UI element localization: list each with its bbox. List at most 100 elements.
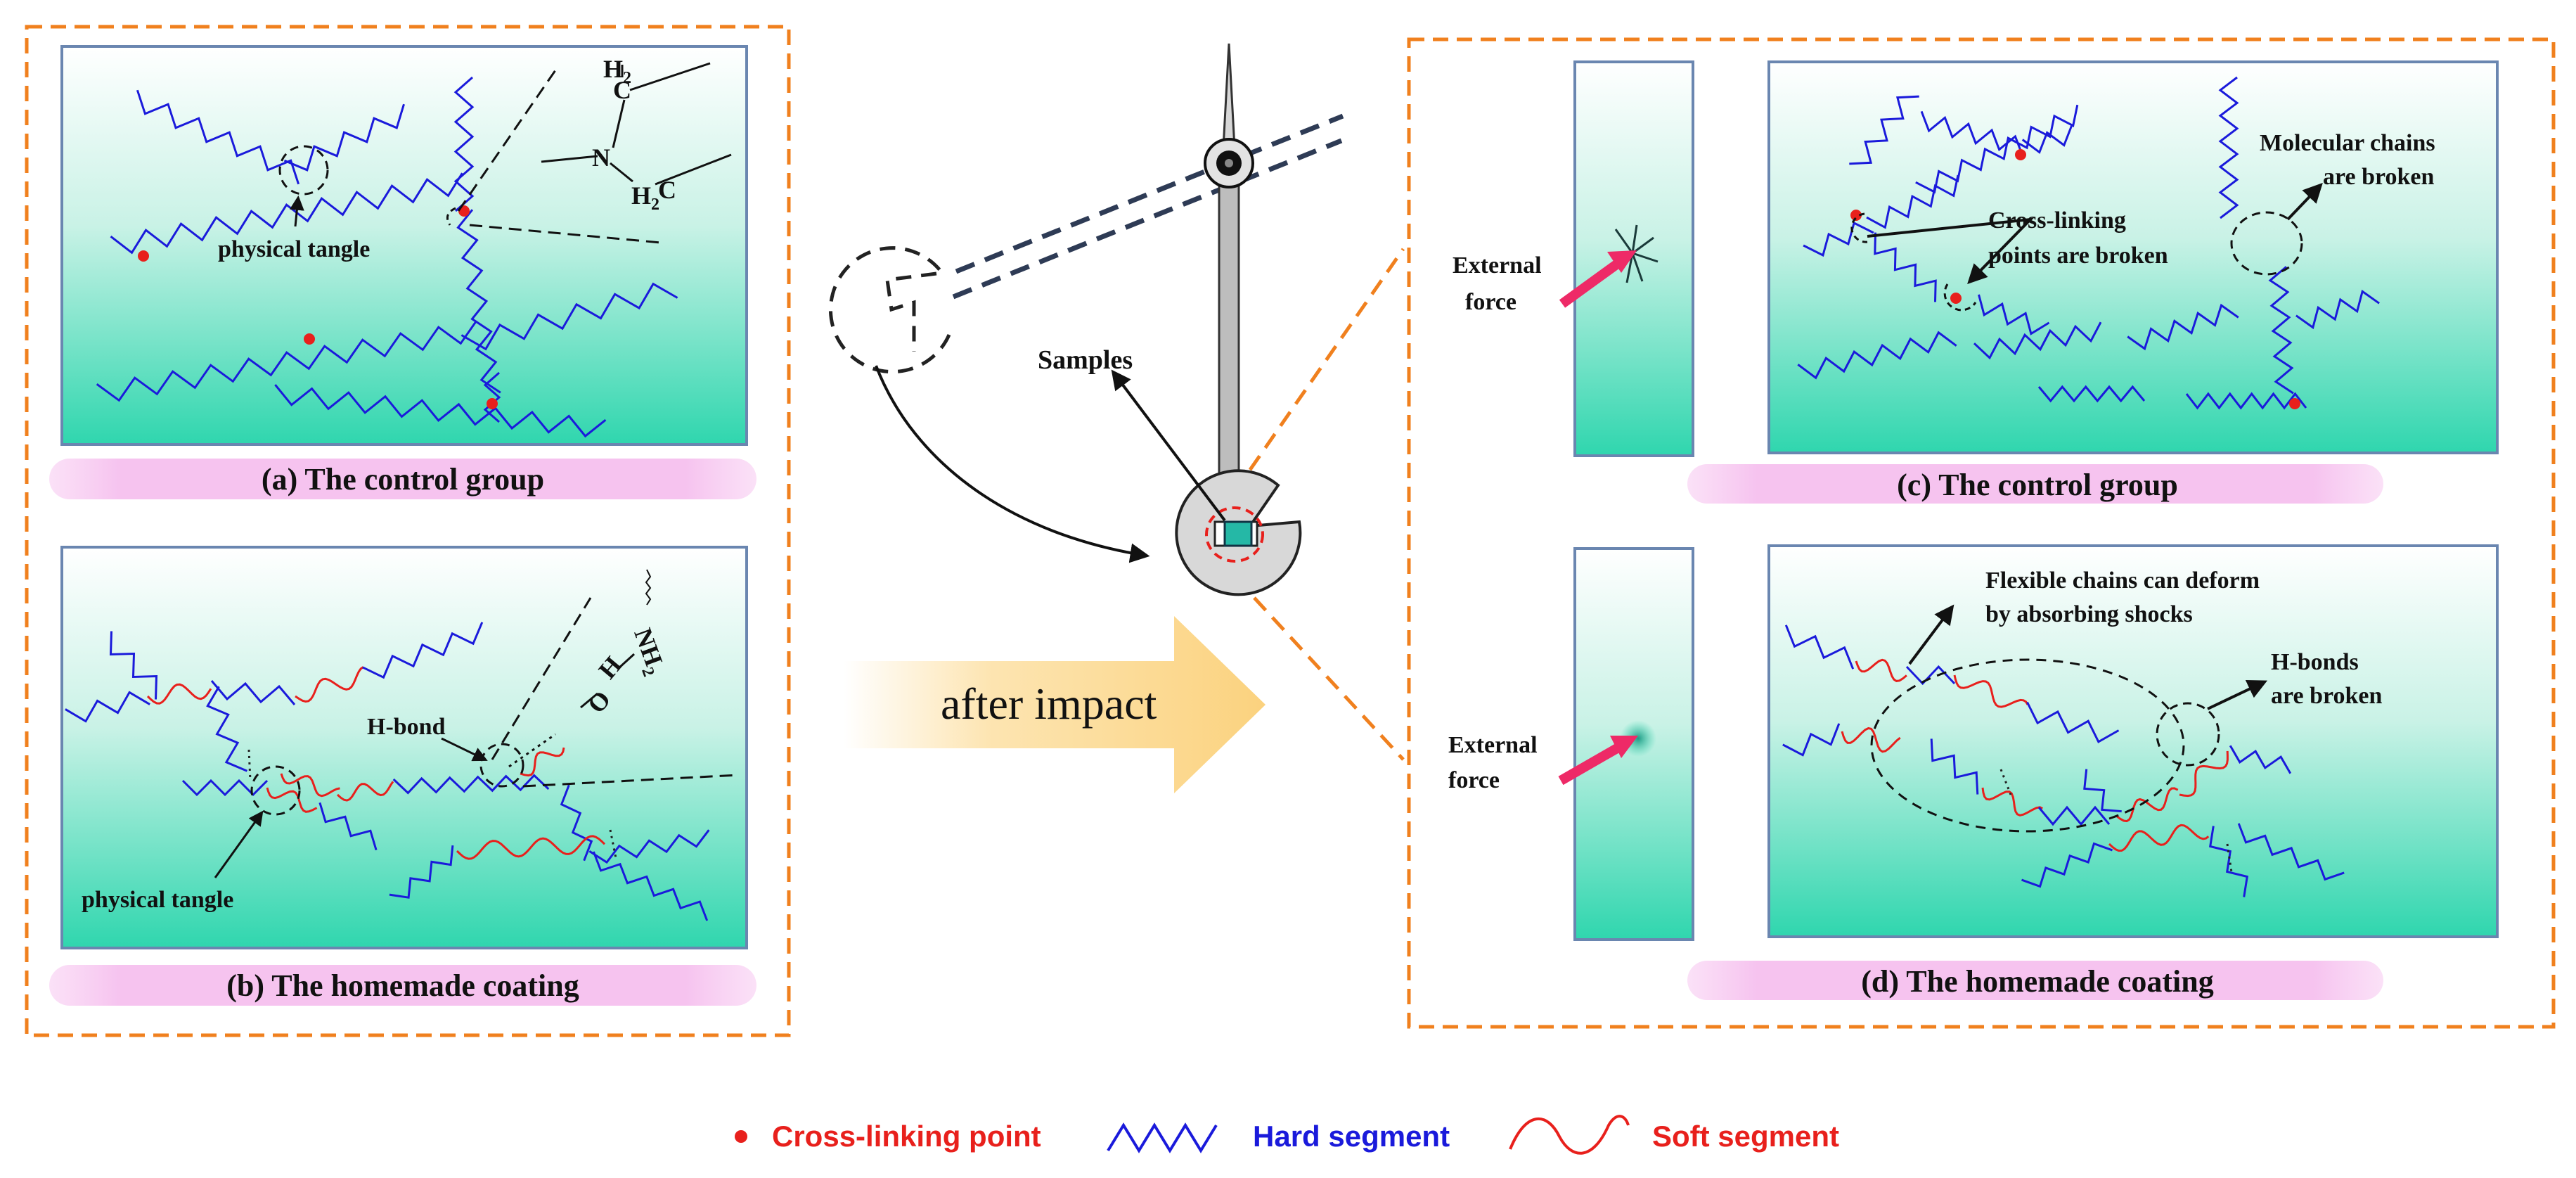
soft-segment — [1841, 726, 1901, 753]
soft-segment — [1953, 674, 2029, 708]
zoom-line-bottom — [1253, 596, 1405, 761]
carbon-bottom: C — [658, 176, 676, 204]
legend: Cross-linking point Hard segment Soft se… — [735, 1115, 1839, 1155]
tangle-arrow-b — [214, 810, 264, 878]
hard-segment — [2021, 842, 2113, 888]
soft-segment — [1855, 658, 1907, 682]
panel-d-chains — [1782, 625, 2345, 897]
force-arrow-c — [1559, 259, 1622, 308]
crosslink-point — [1950, 293, 1962, 304]
dashed-line-b2 — [522, 774, 739, 788]
caption-a: (a) The control group — [262, 462, 544, 497]
external-force-d: External — [1448, 732, 1538, 758]
hard-segment — [560, 784, 593, 862]
legend-soft-wave — [1509, 1115, 1630, 1155]
crosslink-point — [487, 398, 498, 409]
tangle-arrow — [289, 195, 304, 227]
panel-a-chains — [96, 76, 678, 438]
hard-segment — [1905, 665, 1956, 686]
hard-segment — [1920, 110, 2024, 157]
left-frame — [25, 25, 791, 1037]
hard-segment — [1782, 723, 1841, 757]
hard-segment — [483, 371, 501, 423]
hard-segment — [2218, 76, 2239, 219]
dashed-arm-1 — [955, 113, 1344, 274]
soft-segment — [520, 747, 565, 777]
soft-segment — [2108, 824, 2210, 852]
caption-c: (c) The control group — [1897, 468, 2178, 502]
legend-hard-zigzag — [1107, 1122, 1218, 1153]
pivot-dot — [1225, 159, 1233, 167]
hydrogen-bond-dots — [247, 749, 252, 781]
pendulum-apparatus: Samples — [828, 43, 1405, 761]
caption-d-bg — [1687, 961, 2383, 1000]
hydrogen-bond-dots — [609, 829, 617, 859]
caption-b-bg — [49, 965, 756, 1006]
crosslink-break-bracket — [446, 207, 456, 226]
hard-segment — [461, 282, 678, 351]
caption-d: (d) The homemade coating — [1861, 964, 2214, 999]
panel-b: physical tangle H-bond O H NH2 (b) The h… — [49, 546, 756, 1006]
hard-segment — [2037, 805, 2111, 826]
legend-crosslink-dot — [735, 1130, 747, 1143]
hbond-dots — [508, 733, 556, 768]
hard-segment — [1978, 294, 2050, 335]
external-force-d-2: force — [1448, 767, 1500, 793]
molecular-broken-1: Molecular chains — [2260, 130, 2435, 156]
hard-segment — [2037, 385, 2146, 403]
hard-segment — [1930, 738, 1979, 795]
hard-segment — [1797, 331, 1957, 380]
soft-segment — [295, 666, 364, 703]
hydrogen-bond-dots — [1999, 769, 2012, 795]
hard-segment — [1915, 104, 2079, 194]
hard-segment — [110, 172, 463, 255]
hard-segment — [274, 384, 607, 438]
hard-segment — [2237, 823, 2345, 881]
flexible-label-2: by absorbing shocks — [1985, 601, 2193, 627]
hard-segment — [109, 631, 158, 700]
hbond-break-circle — [2156, 702, 2220, 767]
panel-b-chains — [65, 622, 710, 921]
hard-segment — [1849, 95, 1919, 165]
hard-segment — [2026, 701, 2120, 743]
right-frame — [1407, 37, 2556, 1029]
force-arrowhead-c — [1607, 250, 1637, 273]
h2-top: H2 — [603, 55, 631, 87]
hard-segment — [2295, 289, 2380, 330]
hydrogen-bond-dots — [2226, 843, 2233, 873]
amine-structure: H2 C N H2 C — [541, 55, 732, 214]
crosslink-point — [2015, 149, 2026, 160]
hard-segment — [392, 774, 550, 795]
zoom-line-top — [1248, 248, 1405, 471]
caption-a-bg — [49, 459, 756, 499]
hbond-label: H-bond — [367, 714, 446, 740]
tangle-circle — [278, 145, 329, 196]
legend-hard-label: Hard segment — [1253, 1120, 1450, 1153]
hard-segment — [362, 622, 484, 679]
physical-tangle-label-b: physical tangle — [82, 887, 233, 913]
crosslink-point — [304, 333, 315, 345]
molecular-break-circle — [2230, 211, 2303, 276]
hard-segment — [318, 802, 378, 851]
nitrogen: N — [592, 143, 610, 172]
hard-segment — [2127, 303, 2239, 351]
hard-segment — [283, 103, 405, 172]
nitrogen-b: NH2 — [625, 625, 671, 679]
hard-segment — [2229, 745, 2292, 774]
soft-segment — [280, 773, 340, 798]
soft-segment — [266, 787, 318, 813]
flexible-ellipse — [1870, 658, 2185, 833]
hard-segment — [2268, 266, 2294, 395]
hbonds-broken-2: are broken — [2271, 683, 2382, 709]
molecular-arrow — [2286, 182, 2323, 221]
pendulum-needle — [1222, 43, 1236, 149]
hard-segment — [2021, 124, 2073, 154]
hard-segment — [210, 680, 296, 705]
hbonds-broken-1: H-bonds — [2271, 649, 2359, 675]
carbon-top: C — [613, 76, 631, 104]
after-impact-arrow: after impact — [844, 616, 1266, 793]
hard-segment — [389, 845, 454, 899]
soft-segment — [146, 683, 212, 705]
physical-tangle-label-a: physical tangle — [218, 236, 370, 262]
tangle-circle-b — [250, 765, 301, 816]
